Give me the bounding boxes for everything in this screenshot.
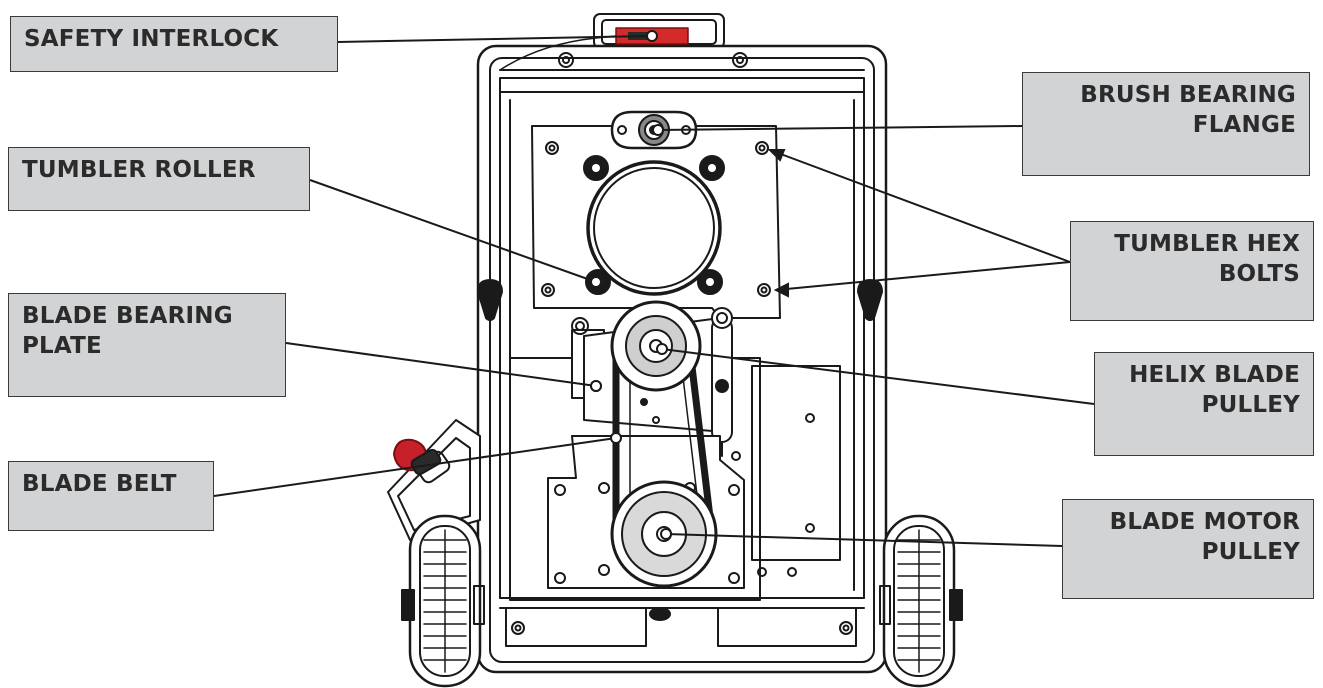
callout-brush-bearing-flange-line-2: FLANGE [1192,111,1296,138]
callout-helix-blade-pulley-line-1: HELIX BLADE [1129,362,1300,388]
callout-blade-motor-pulley-line-1: BLADE MOTOR [1109,509,1300,535]
callout-tumbler-hex-bolts: TUMBLER HEX BOLTS [1070,221,1314,321]
callout-tumbler-roller-label: TUMBLER ROLLER [22,157,256,183]
switch-knob [393,438,442,476]
left-wheel [401,514,485,688]
callout-brush-bearing-flange: BRUSH BEARING FLANGE [1022,72,1310,176]
leader-brush-bearing-flange [652,124,1023,136]
callout-tumbler-roller: TUMBLER ROLLER [8,147,310,211]
leader-tumbler-hex-bolts [767,149,1071,298]
callout-helix-blade-pulley-line-2: PULLEY [1201,391,1300,418]
leader-helix-blade-pulley [656,343,1095,405]
callout-helix-blade-pulley: HELIX BLADE PULLEY [1094,352,1314,456]
bottom-skirt [499,597,865,647]
leader-blade-belt [213,432,622,497]
callout-blade-motor-pulley: BLADE MOTOR PULLEY [1062,499,1314,599]
tension-arm [711,307,741,461]
leader-blade-motor-pulley [660,528,1063,547]
callout-blade-belt-label: BLADE BELT [22,471,177,497]
callout-blade-motor-pulley-line-2: PULLEY [1201,538,1300,565]
leader-lines [213,30,1095,547]
switch-box [387,419,481,541]
callout-blade-belt: BLADE BELT [8,461,214,531]
right-wheel [879,514,963,688]
helix-blade-pulley [610,300,702,392]
leader-blade-bearing-plate [285,342,602,392]
callout-blade-bearing-plate-line-1: BLADE BEARING [22,303,233,329]
tumbler-drum [583,155,725,296]
leader-safety-interlock [337,30,658,43]
callout-safety-interlock: SAFETY INTERLOCK [10,16,338,72]
leader-tumbler-roller [309,179,602,288]
callout-blade-bearing-plate-line-2: PLATE [22,332,102,359]
callout-tumbler-hex-bolts-line-1: TUMBLER HEX [1114,231,1300,257]
callout-tumbler-hex-bolts-line-2: BOLTS [1218,260,1300,287]
callout-brush-bearing-flange-line-1: BRUSH BEARING [1080,82,1296,108]
callout-blade-bearing-plate: BLADE BEARING PLATE [8,293,286,397]
callout-safety-interlock-label: SAFETY INTERLOCK [24,26,279,52]
